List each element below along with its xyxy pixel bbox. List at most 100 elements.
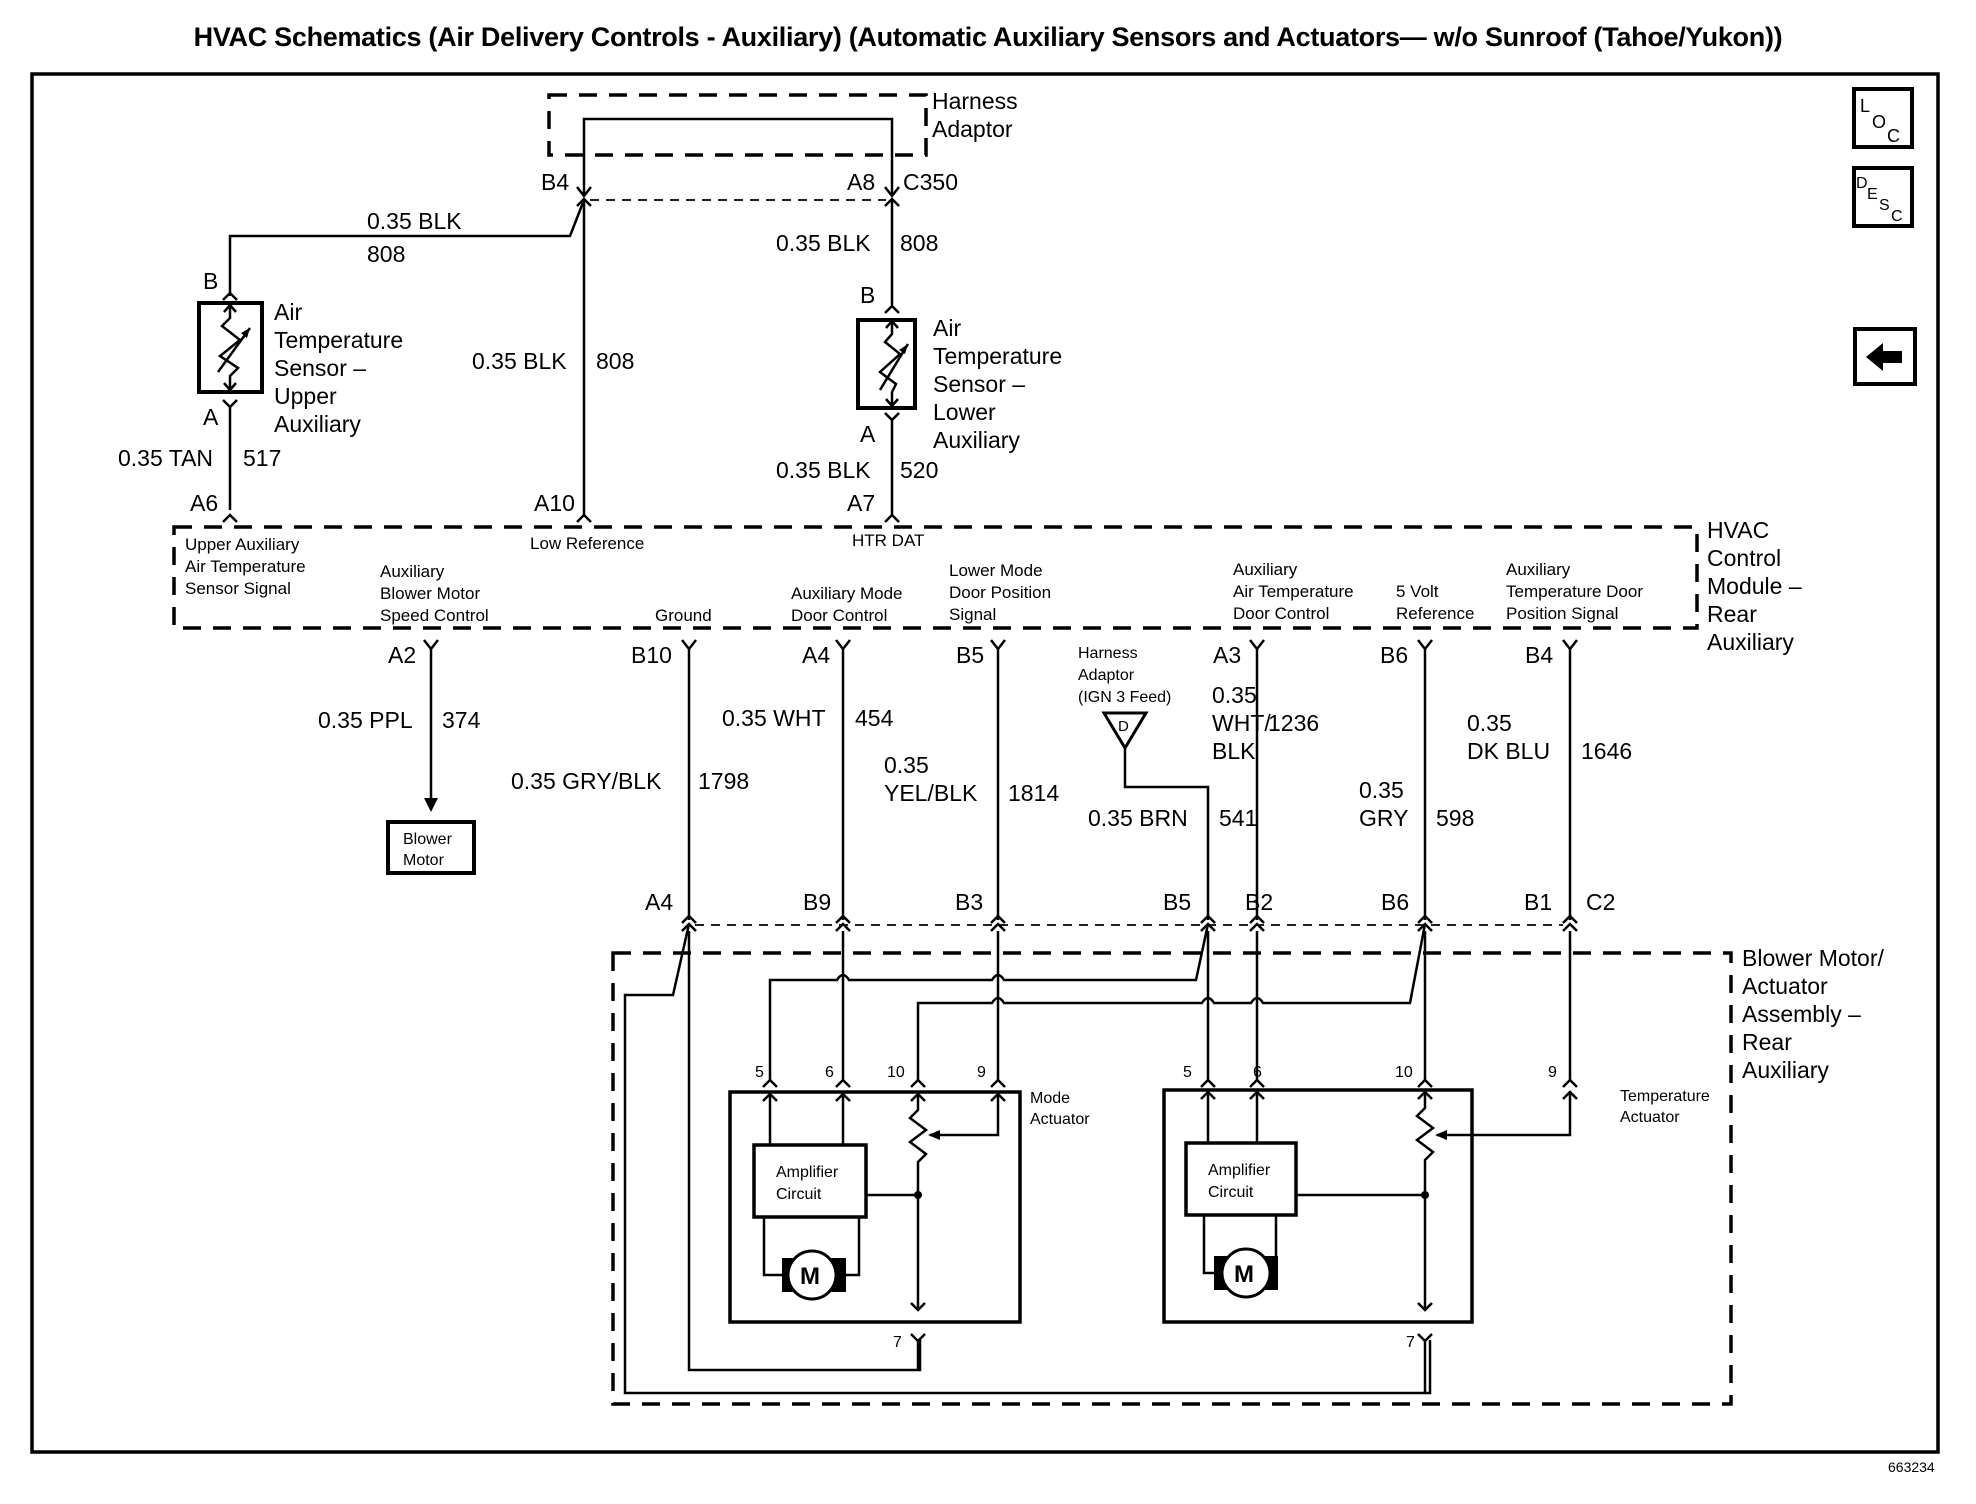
module-pin-a4: A4 (802, 642, 830, 668)
circuit-label: Upper Auxiliary (185, 535, 300, 554)
wire-808-upper-color: 0.35 BLK (367, 208, 462, 234)
c2-pin-b3: B3 (955, 889, 983, 915)
circuit-label: Door Control (1233, 604, 1329, 623)
harness-adaptor-label-2: Adaptor (932, 116, 1013, 142)
ign-adaptor-label-3: (IGN 3 Feed) (1078, 689, 1171, 706)
wire-1814-gauge: 0.35 (884, 752, 929, 778)
temp-actuator-label-2: Actuator (1620, 1109, 1680, 1126)
wire-808-upper (228, 199, 586, 296)
wire-517-circuit: 517 (243, 445, 281, 471)
arrow-down-icon (424, 798, 438, 812)
assembly-internal-wiring (623, 923, 1572, 1395)
harness-adaptor-label-1: Harness (932, 88, 1018, 114)
wire-808-lowref-color: 0.35 BLK (472, 348, 567, 374)
c350-pin-b4: B4 (541, 169, 569, 195)
mode-motor-label: M (800, 1263, 820, 1290)
module-pin-a2: A2 (388, 642, 416, 668)
blower-motor-label-1: Blower (403, 831, 453, 848)
wire-1236-gauge: 0.35 (1212, 682, 1257, 708)
c350-connector-label: C350 (903, 169, 958, 195)
mode-amplifier-label-2: Circuit (776, 1186, 822, 1203)
wire-1236-circuit: 1236 (1268, 710, 1319, 736)
page-title: HVAC Schematics (Air Delivery Controls -… (193, 22, 1783, 52)
temp-pin-10: 10 (1395, 1064, 1413, 1081)
air-temp-sensor-upper: B A Air Temperature Sensor – Upper Auxil… (197, 268, 403, 510)
module-pin-a3: A3 (1213, 642, 1241, 668)
mode-amplifier-label-1: Amplifier (776, 1164, 839, 1181)
desc-icon (1852, 166, 1914, 228)
hvac-module-label-4: Rear (1707, 601, 1757, 627)
temp-pin-6: 6 (1253, 1064, 1262, 1081)
desc-button[interactable]: D E S C (1852, 166, 1914, 228)
temp-motor-label: M (1234, 1261, 1254, 1288)
lower-sensor-pin-b: B (860, 282, 875, 308)
wire-374-color: 0.35 PPL (318, 707, 413, 733)
mode-pin-9: 9 (977, 1064, 986, 1081)
c2-pin-b6: B6 (1381, 889, 1409, 915)
wire-374-circuit: 374 (442, 707, 481, 733)
temp-amplifier-label-1: Amplifier (1208, 1162, 1271, 1179)
wire-520-color: 0.35 BLK (776, 457, 871, 483)
air-temp-sensor-lower: B A Air Temperature Sensor – Lower Auxil… (856, 282, 1062, 515)
lower-sensor-label-4: Lower (933, 399, 996, 425)
c2-pin-b9: B9 (803, 889, 831, 915)
circuit-label: Blower Motor (380, 584, 480, 603)
upper-sensor-label-5: Auxiliary (274, 411, 361, 437)
wire-598-gauge: 0.35 (1359, 777, 1404, 803)
mode-pin-10: 10 (887, 1064, 905, 1081)
hvac-module-label-1: HVAC (1707, 517, 1769, 543)
back-button[interactable] (1853, 327, 1917, 386)
mode-actuator: 5 6 10 9 Mode Actuator Amplifier Circuit… (728, 1064, 1090, 1370)
mode-pin-6: 6 (825, 1064, 834, 1081)
c2-pin-b5: B5 (1163, 889, 1191, 915)
circuit-label: Door Position (949, 583, 1051, 602)
back-arrow-icon (1866, 343, 1902, 371)
lower-sensor-label-2: Temperature (933, 343, 1062, 369)
c2-pin-a4: A4 (645, 889, 673, 915)
desc-letter-e: E (1867, 186, 1878, 203)
wire-1236-color-2: BLK (1212, 738, 1256, 764)
c350-pin-a8: A8 (847, 169, 875, 195)
module-pin-a7: A7 (847, 490, 875, 516)
module-pin-b4: B4 (1525, 642, 1553, 668)
assembly-label-2: Actuator (1742, 973, 1828, 999)
upper-sensor-pin-a: A (203, 404, 219, 430)
wire-1814-circuit: 1814 (1008, 780, 1059, 806)
circuit-label: Low Reference (530, 534, 644, 553)
blower-motor: Blower Motor (386, 820, 476, 875)
wire-1798-color: 0.35 GRY/BLK (511, 768, 662, 794)
temp-pin-5: 5 (1183, 1064, 1192, 1081)
wire-541-circuit: 541 (1219, 805, 1257, 831)
mode-actuator-label-2: Actuator (1030, 1111, 1090, 1128)
wire-520-circuit: 520 (900, 457, 938, 483)
temperature-actuator: 5 6 10 9 Temperature Actuator Amplifier … (1162, 1064, 1710, 1393)
circuit-label: Position Signal (1506, 604, 1618, 623)
module-bottom-pins: A2 B10 A4 B5 A3 B6 B4 (388, 639, 1578, 668)
c2-pin-b1: B1 (1524, 889, 1552, 915)
circuit-label: Temperature Door (1506, 582, 1643, 601)
module-pin-a6: A6 (190, 490, 218, 516)
upper-sensor-label-4: Upper (274, 383, 337, 409)
module-pin-b6: B6 (1380, 642, 1408, 668)
circuit-label: Air Temperature (185, 557, 306, 576)
circuit-label: Signal (949, 605, 996, 624)
loc-letter-l: L (1860, 96, 1870, 116)
wire-808-lower-color: 0.35 BLK (776, 230, 871, 256)
hvac-control-module: HVAC Control Module – Rear Auxiliary Upp… (172, 517, 1802, 655)
wire-808-upper-circuit: 808 (367, 241, 405, 267)
circuit-label: Auxiliary Mode (791, 584, 903, 603)
mode-pin-5: 5 (755, 1064, 764, 1081)
c2-pin-b2: B2 (1245, 889, 1273, 915)
mode-actuator-label-1: Mode (1030, 1090, 1070, 1107)
hvac-module-label-2: Control (1707, 545, 1781, 571)
upper-sensor-label-3: Sensor – (274, 355, 366, 381)
circuit-label: Door Control (791, 606, 887, 625)
assembly-label-5: Auxiliary (1742, 1057, 1829, 1083)
circuit-label: Sensor Signal (185, 579, 291, 598)
blower-motor-label-2: Motor (403, 852, 445, 869)
ign-adaptor-label-2: Adaptor (1078, 667, 1135, 684)
loc-button[interactable]: L O C (1852, 87, 1914, 149)
wire-1646-color: DK BLU (1467, 738, 1550, 764)
lower-sensor-label-3: Sensor – (933, 371, 1025, 397)
loc-letter-c: C (1887, 126, 1900, 146)
